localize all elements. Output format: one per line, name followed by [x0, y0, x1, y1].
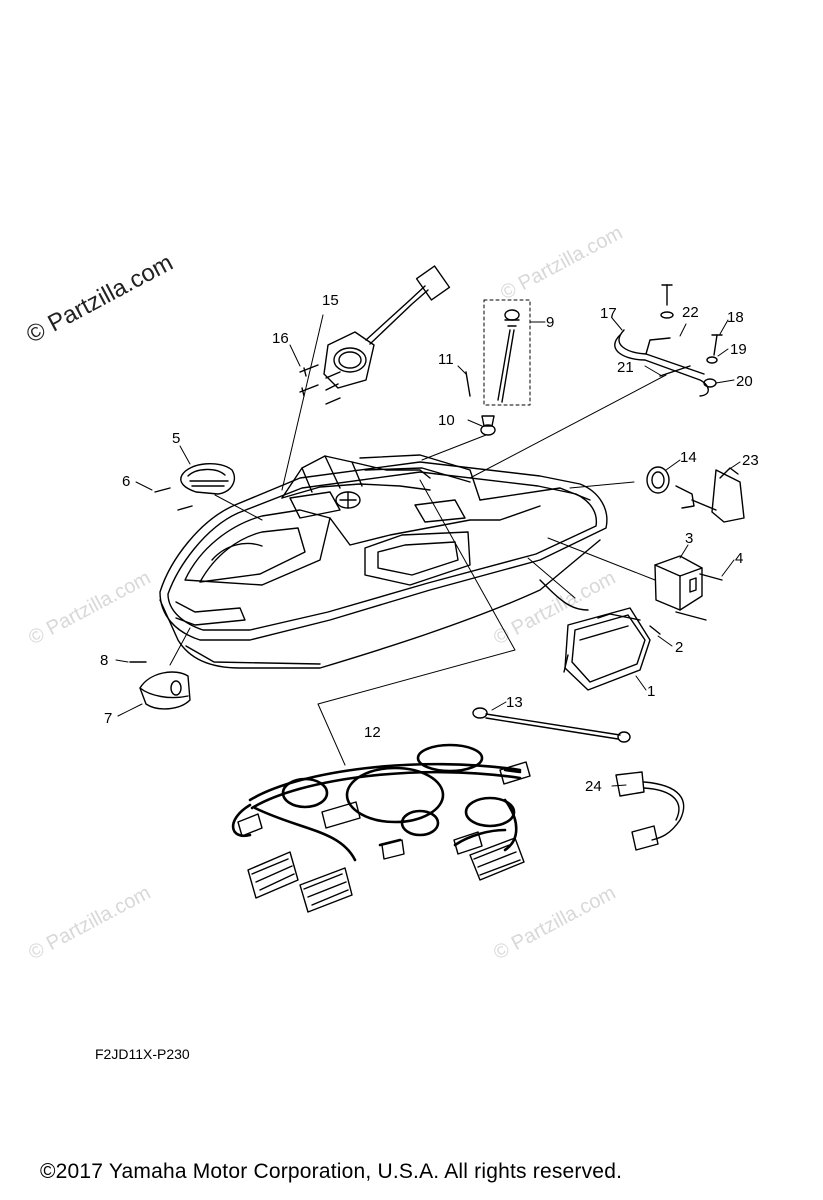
callout-9: 9	[546, 314, 554, 331]
callout-14: 14	[680, 449, 697, 466]
callout-8: 8	[100, 652, 108, 669]
part-3-box	[654, 555, 723, 621]
callout-13: 13	[506, 694, 523, 711]
part-5-light	[154, 463, 236, 511]
part-15-speaker-panel	[323, 265, 451, 389]
part-17-bracket	[614, 329, 709, 397]
part-10-grommet	[480, 415, 496, 436]
callout-numbers: 15 16 9 11 10 17 22 18 19 21 20 5 6 14 2…	[100, 292, 759, 795]
callout-12: 12	[364, 724, 381, 741]
callout-3: 3	[685, 530, 693, 547]
part-hardware	[660, 284, 723, 388]
part-24-sensor-cable	[615, 771, 685, 851]
callout-leaders	[115, 317, 741, 787]
part-9-rod	[483, 299, 531, 406]
harness-connectors	[237, 761, 531, 913]
part-11-pin	[465, 371, 471, 397]
callout-16: 16	[272, 330, 289, 347]
callout-2: 2	[675, 639, 683, 656]
callout-23: 23	[742, 452, 759, 469]
callout-7: 7	[104, 710, 112, 727]
callout-10: 10	[438, 412, 455, 429]
boat-hull-drawing	[159, 454, 608, 669]
callout-19: 19	[730, 341, 747, 358]
callout-1: 1	[647, 683, 655, 700]
callout-11: 11	[438, 351, 454, 368]
part-23-sensor	[675, 467, 745, 523]
callout-24: 24	[585, 778, 602, 795]
part-7-light	[129, 661, 191, 710]
callout-5: 5	[172, 430, 180, 447]
part-16-screws	[299, 364, 341, 405]
callout-20: 20	[736, 373, 753, 390]
callout-15: 15	[322, 292, 339, 309]
leader-lines	[169, 314, 667, 766]
callout-21: 21	[617, 359, 634, 376]
callout-22: 22	[682, 304, 699, 321]
callout-18: 18	[727, 309, 744, 326]
part-14-grommet	[646, 466, 670, 494]
part-12-wire-harness	[231, 743, 522, 862]
drawing-code: F2JD11X-P230	[95, 1046, 190, 1062]
part-1-tray	[563, 607, 661, 691]
part-13-cable	[472, 707, 631, 743]
callout-17: 17	[600, 305, 617, 322]
copyright-notice: ©2017 Yamaha Motor Corporation, U.S.A. A…	[40, 1160, 623, 1183]
callout-4: 4	[735, 550, 743, 567]
callout-6: 6	[122, 473, 130, 490]
